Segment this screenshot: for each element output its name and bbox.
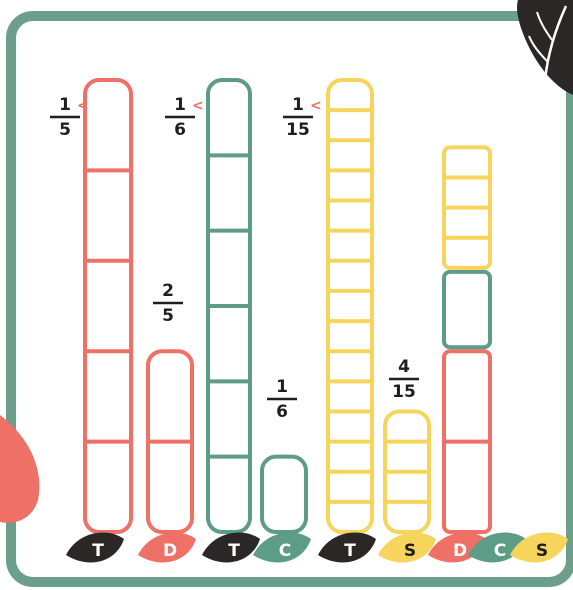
fraction-denominator: 15 [392,382,416,402]
fraction-numerator: 1 [292,95,304,115]
fraction-bar-c [262,457,306,532]
fraction-numerator: 1 [174,95,186,115]
leaf-letter: C [279,541,291,561]
leaf-letter: D [453,541,467,561]
leaf-letter: S [404,541,416,561]
stacked-segment-green [444,272,490,347]
leaf-letter: S [536,541,548,561]
leaf-letter: T [344,541,356,561]
fraction-numerator: 4 [398,357,410,377]
fraction-bar-t [85,80,131,532]
fraction-numerator: 1 [59,95,71,115]
fraction-numerator: 2 [162,281,174,301]
less-than-sign: < [310,98,322,114]
fraction-denominator: 6 [276,402,288,422]
leaf-letter: T [92,541,104,561]
less-than-sign: < [77,98,89,114]
fraction-bar-t [328,80,372,532]
leaf-letter: D [163,541,177,561]
fraction-denominator: 6 [174,120,186,140]
leaf-letter: T [228,541,240,561]
less-than-sign: < [192,98,204,114]
fraction-numerator: 1 [276,377,288,397]
fraction-denominator: 5 [59,120,71,140]
leaf-letter: C [494,541,506,561]
fraction-denominator: 5 [162,306,174,326]
fraction-denominator: 15 [286,120,310,140]
